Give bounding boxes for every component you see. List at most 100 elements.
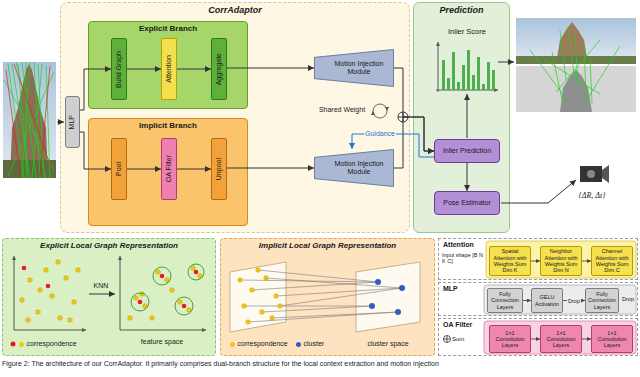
- feature-space-plot: [191, 266, 196, 271]
- node-label: OA Filter: [165, 155, 173, 182]
- process-box: 1×1 Convolution Layers: [489, 325, 531, 353]
- feature-space-plot: [120, 330, 206, 331]
- process-box: Neighbor Attention with Weights Sum Dim …: [540, 246, 582, 276]
- cluster-space-plot: [250, 288, 255, 293]
- cluster-space-plot: [276, 288, 402, 296]
- illustration-panel: Explicit Local Graph Representation: [2, 238, 216, 356]
- connector-arrow: [467, 163, 468, 191]
- output-image: [560, 30, 566, 80]
- legend-item: cluster: [296, 339, 325, 349]
- legend-label: correspondence: [238, 340, 288, 348]
- feature-space-plot: [178, 300, 183, 305]
- detail-row: MLPFully Connection LayersGELU Activatio…: [438, 282, 638, 316]
- feature-space-plot: [153, 267, 171, 285]
- connector-label: Drop: [567, 297, 581, 303]
- inlier-score-chart: [492, 70, 495, 90]
- feature-space-plot: [14, 256, 206, 330]
- node-note: Input shape [B N K C]: [442, 252, 484, 265]
- cluster-space-plot: [240, 270, 402, 322]
- feature-space-plot: [140, 292, 145, 297]
- node-label: Motion Injection Module: [326, 160, 392, 176]
- cluster-space-plot: [375, 279, 381, 285]
- feature-space-plot: [120, 256, 121, 330]
- label-holder: feature space: [141, 338, 183, 346]
- output-image: [530, 26, 620, 108]
- cluster-space-plot: [399, 285, 405, 291]
- feature-space-plot: [72, 300, 77, 305]
- node-label: Neighbor Attention with Weights Sum Dim …: [543, 248, 579, 273]
- branch-panel: Explicit BranchBuild GraphAttentionAggre…: [88, 21, 248, 109]
- cluster-space-plot: [272, 312, 398, 318]
- output-image: [545, 60, 600, 94]
- input-image: [46, 66, 50, 178]
- process-box: Attention: [161, 38, 177, 100]
- detail-row: AttentionInput shape [B N K C]Spatial At…: [438, 238, 638, 280]
- inlier-score-chart: [487, 62, 490, 90]
- branch-panel: Implicit BranchPoolOA FilterUnpool: [88, 118, 248, 226]
- feature-space-plot: [128, 316, 133, 321]
- feature-space-plot: [165, 278, 170, 283]
- label-holder: Inlier Score: [448, 28, 486, 37]
- feature-space-plot: [46, 284, 51, 289]
- module-block: Motion Injection Module: [314, 49, 394, 87]
- input-image: [32, 64, 42, 178]
- node-label: MLP: [439, 283, 458, 293]
- input-image: [3, 62, 56, 178]
- input-image: [22, 62, 36, 178]
- output-image: [568, 26, 574, 74]
- process-box: OA Filter: [161, 138, 177, 200]
- process-box: Aggregate: [211, 38, 227, 100]
- cluster-space-plot: [395, 309, 401, 315]
- node-label: Build Graph: [115, 51, 123, 88]
- caption-holder: Figure 2: The architecture of our CorrAd…: [2, 360, 638, 368]
- annotation: Shared Weight: [319, 106, 365, 114]
- feature-space-plot: [182, 304, 187, 309]
- feature-space-plot: [131, 293, 149, 311]
- camera-icon: [602, 165, 609, 183]
- camera-icon: [501, 180, 576, 203]
- input-image: [34, 62, 40, 178]
- feature-space-plot: [20, 298, 25, 303]
- chart-title: Inlier Score: [448, 28, 486, 37]
- feature-space-plot: [170, 288, 175, 293]
- detail-containers: [444, 241, 637, 354]
- output-image: [575, 34, 578, 86]
- cluster-space-plot: [242, 304, 247, 309]
- node-label: Fully Connection Layers: [490, 291, 520, 310]
- feature-space-plot: [38, 288, 43, 293]
- feature-space-plot: [36, 310, 41, 315]
- feature-space-plot: [28, 278, 33, 283]
- input-image: [38, 64, 44, 178]
- input-image: [57, 122, 64, 123]
- output-image: [560, 70, 592, 112]
- cluster-space-plot: [230, 262, 286, 332]
- process-box: Fully Connection Layers: [585, 288, 619, 313]
- inlier-score-chart: [438, 42, 439, 92]
- sum-symbol: [403, 112, 404, 122]
- camera-icon: [587, 170, 595, 178]
- node-label: Pose Estimator: [443, 199, 490, 207]
- node-label: Attention: [165, 55, 173, 83]
- cluster-space-plot: [266, 278, 402, 288]
- process-box: 1×1 Convolution Layers: [591, 325, 633, 353]
- feature-space-plot: [22, 266, 27, 271]
- legend-item: correspondence: [230, 339, 288, 349]
- camera-icon: [580, 166, 602, 182]
- layer-note: Drop: [622, 296, 634, 302]
- node-label: Aggregate: [215, 53, 223, 85]
- cluster-space-plot: [274, 294, 279, 299]
- pose-output: {ΔR, Δt}: [579, 191, 606, 200]
- output-image: [516, 66, 636, 112]
- inlier-score-chart: [482, 84, 485, 90]
- node-label: Pool: [115, 162, 123, 176]
- figure-caption: Figure 2: The architecture of our CorrAd…: [2, 360, 638, 368]
- cluster-space-plot: [238, 268, 283, 325]
- output-image: [530, 50, 570, 104]
- connector-arrow: [127, 169, 161, 170]
- output-image: [556, 22, 588, 64]
- input-image: [26, 62, 27, 178]
- inlier-score-chart: [467, 50, 470, 90]
- connector-label: Guidance: [364, 130, 396, 138]
- prediction-panel: PredictionInlier PredictionPose Estimato…: [413, 2, 510, 233]
- node-label: Fully Connection Layers: [588, 291, 616, 310]
